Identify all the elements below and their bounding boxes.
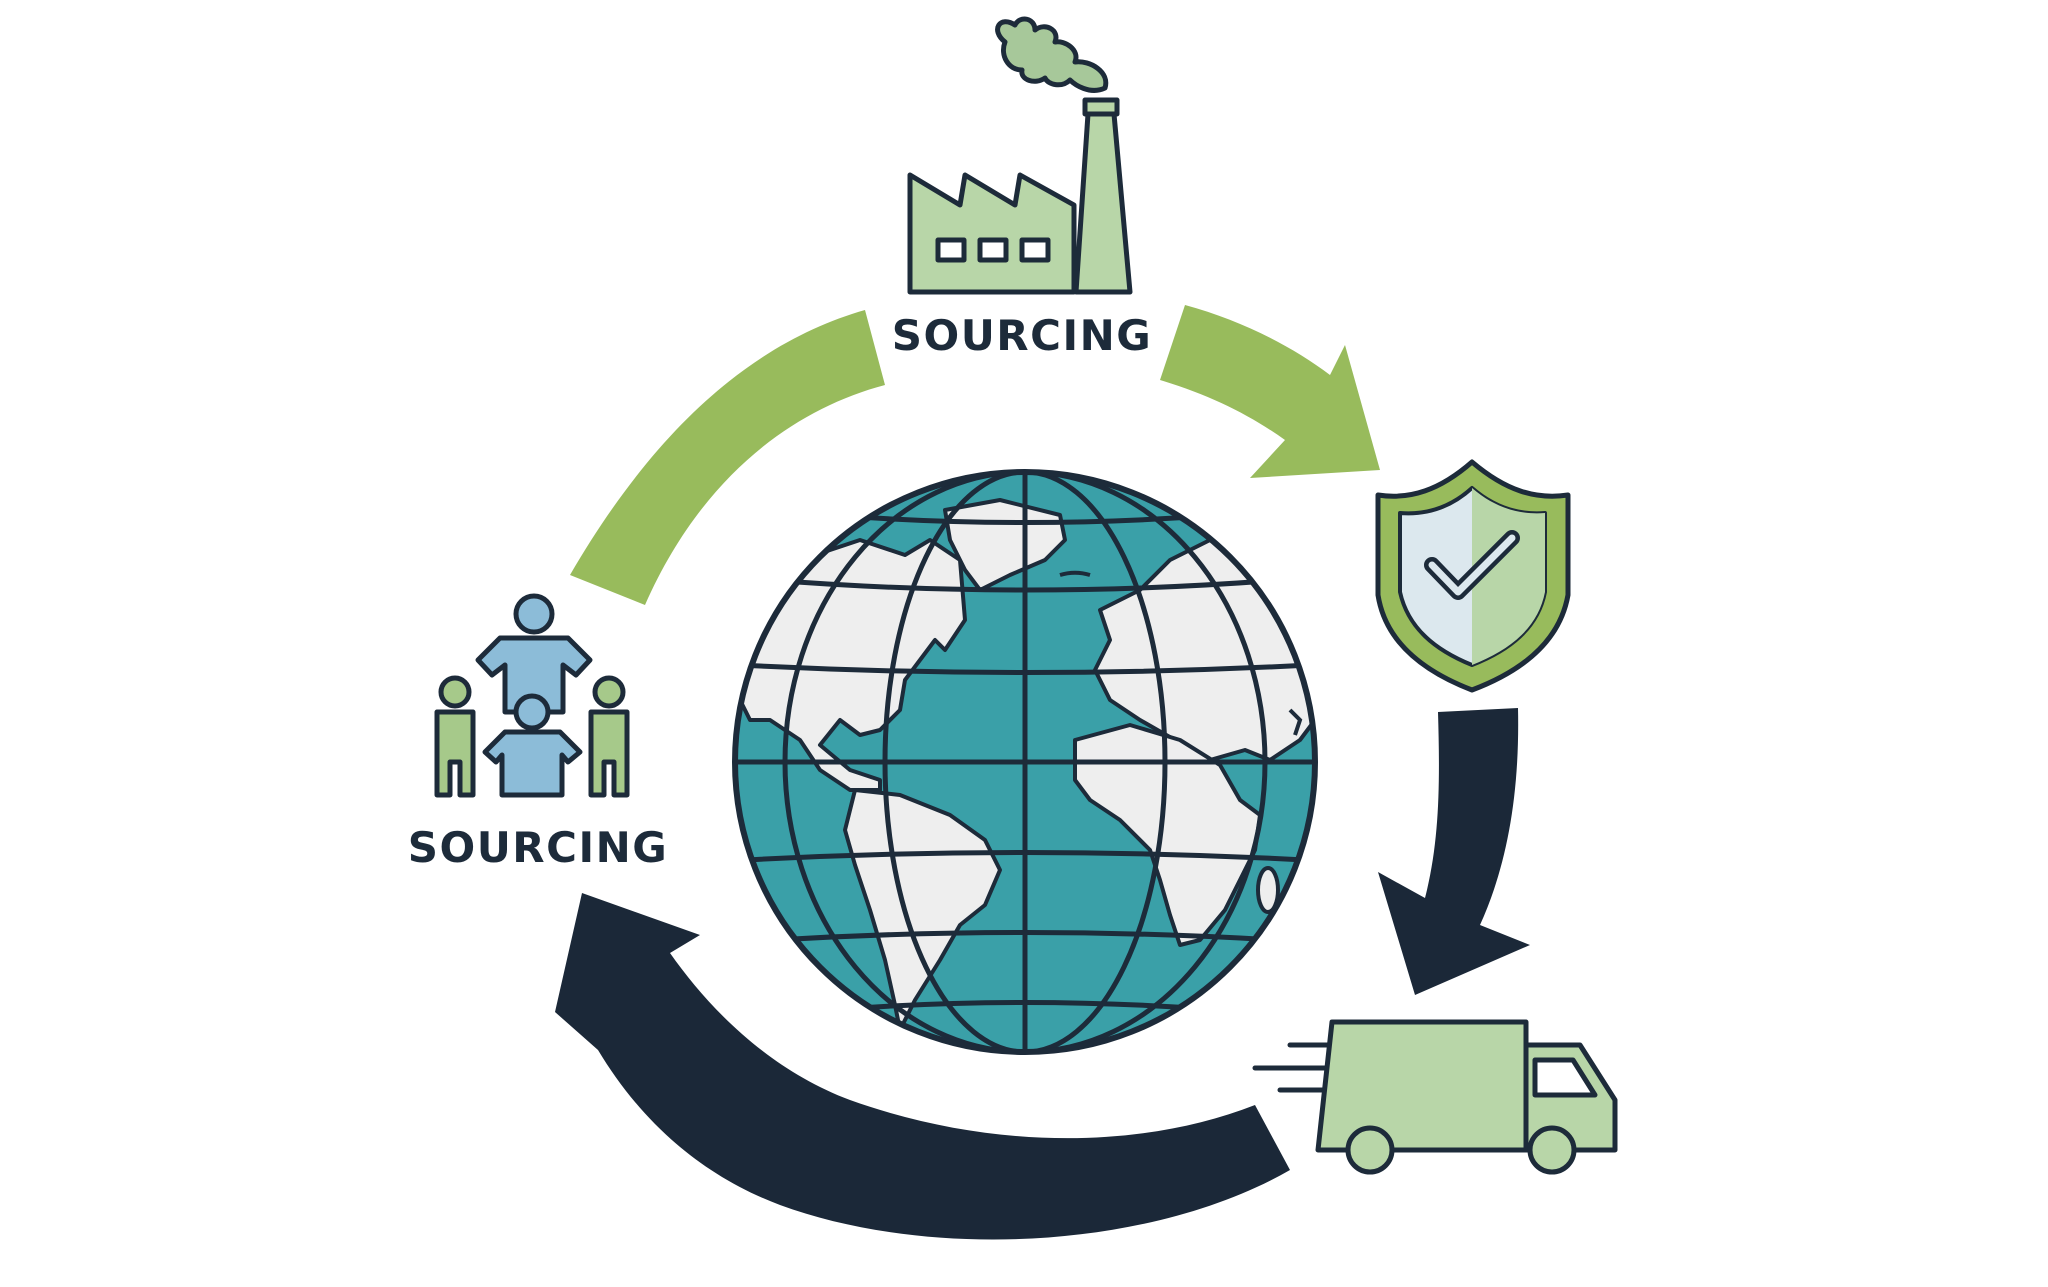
arrow-body xyxy=(1378,708,1530,995)
factory-icon xyxy=(907,16,1133,295)
globe-grid-lines xyxy=(735,472,1315,1052)
shield-check-icon xyxy=(1375,459,1571,693)
label-top: SOURCING xyxy=(892,311,1152,360)
globe-icon xyxy=(732,469,1318,1055)
arrow-body xyxy=(555,893,1290,1240)
arrow-body xyxy=(570,310,885,605)
delivery-truck-icon xyxy=(1252,1019,1618,1175)
label-left: SOURCING xyxy=(408,823,668,872)
people-group-icon xyxy=(434,593,630,798)
cycle-arrow-top-to-shield xyxy=(1160,305,1380,478)
cycle-arrow-shield-to-truck xyxy=(1378,708,1530,995)
cycle-arrow-left-to-top xyxy=(570,310,885,605)
globe-continents xyxy=(735,498,1315,1032)
cycle-arrow-truck-to-people xyxy=(555,893,1290,1240)
globe-outline xyxy=(732,469,1318,1055)
arrow-body xyxy=(1160,305,1380,478)
